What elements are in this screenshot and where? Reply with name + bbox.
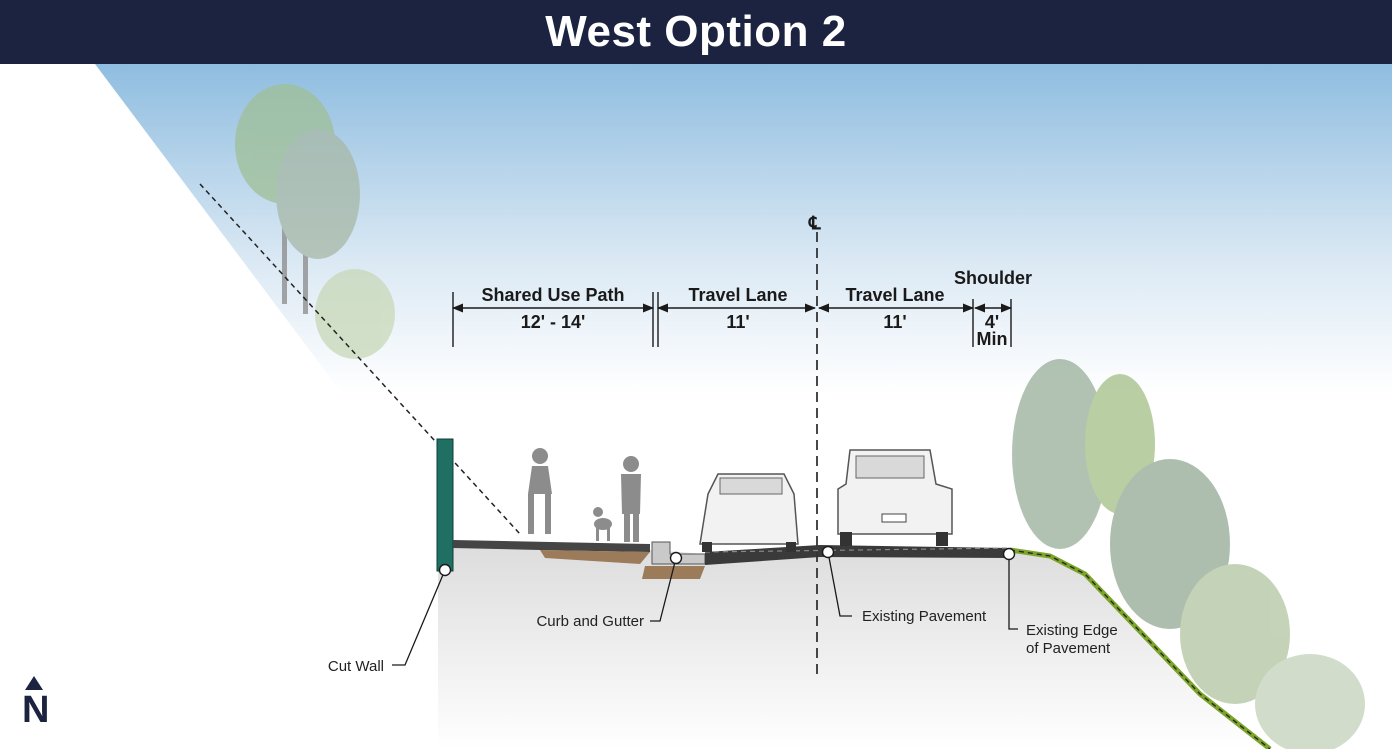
dim-value-shoulder: 4': [985, 312, 999, 332]
title-banner: West Option 2: [0, 0, 1392, 64]
tree-icon: [1012, 359, 1365, 749]
pavement: [705, 545, 1010, 565]
cyclist-icon: [528, 448, 552, 534]
left-hillside: [0, 64, 455, 749]
page-title: West Option 2: [545, 7, 847, 56]
callout-existing-pavement: Existing Pavement: [862, 608, 987, 625]
cut-wall: [436, 438, 454, 572]
dim-label-shared-use-path: Shared Use Path: [481, 285, 624, 305]
dim-value-travel-lane-2: 11': [883, 312, 906, 332]
pickup-truck-icon: [837, 449, 953, 546]
centerline-symbol: ℄: [808, 213, 821, 233]
shared-use-path: [453, 540, 650, 552]
north-arrow-icon: N: [22, 676, 50, 732]
grass-slope: [1009, 547, 1272, 749]
curb-base: [642, 566, 705, 579]
callout-marker-edge: [1002, 547, 1016, 561]
north-label: N: [22, 689, 50, 731]
callout-curb-gutter: Curb and Gutter: [536, 613, 644, 630]
dog-icon: [593, 507, 612, 541]
pedestrian-icon: [621, 456, 641, 542]
callout-existing-edge-1: Existing Edge: [1026, 622, 1118, 639]
dim-note-shoulder: Min: [977, 329, 1008, 349]
callout-marker-cut-wall: [438, 563, 452, 577]
path-base: [540, 550, 650, 564]
dim-label-travel-lane-2: Travel Lane: [845, 285, 944, 305]
car-icon: [699, 473, 799, 552]
dim-label-shoulder: Shoulder: [954, 268, 1032, 288]
tree-icon: [235, 84, 395, 359]
callout-cut-wall: Cut Wall: [328, 658, 384, 675]
callout-existing-edge-2: of Pavement: [1026, 640, 1111, 657]
callout-marker-curb: [669, 551, 683, 565]
ground-section: [438, 542, 1270, 749]
dim-value-shared-use-path: 12' - 14': [521, 312, 586, 332]
dim-value-travel-lane-1: 11': [726, 312, 749, 332]
cross-section-diagram: ℄ Shared Use Path 12' - 14' Travel Lane …: [0, 64, 1392, 749]
callout-marker-pavement: [821, 545, 835, 559]
dim-label-travel-lane-1: Travel Lane: [688, 285, 787, 305]
